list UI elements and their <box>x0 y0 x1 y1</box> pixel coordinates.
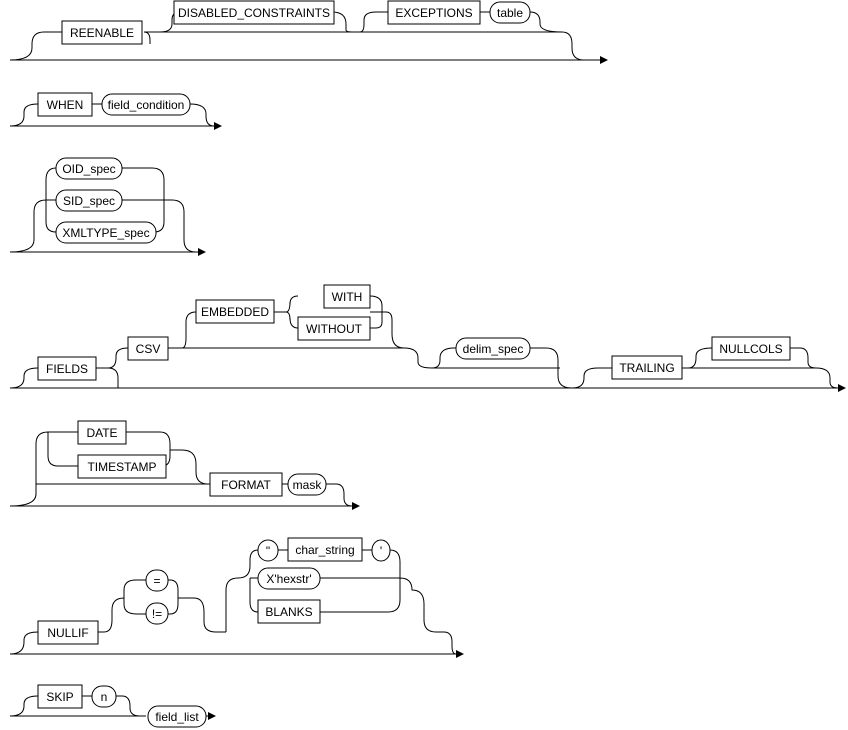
keyword-embedded[interactable]: EMBEDDED <box>195 299 275 324</box>
nonterminal-xmltype-spec[interactable]: XMLTYPE_spec <box>55 221 157 244</box>
rail <box>9 11 600 61</box>
keyword-trailing[interactable]: TRAILING <box>611 355 683 380</box>
clause-skip: SKIP n field_list <box>9 684 216 728</box>
nonterminal-delim-spec-label: delim_spec <box>463 342 524 356</box>
arrow <box>600 56 608 64</box>
keyword-csv[interactable]: CSV <box>127 336 169 361</box>
rail <box>9 167 198 253</box>
keyword-reenable[interactable]: REENABLE <box>61 20 143 45</box>
single-quote-token[interactable]: ' <box>371 539 391 562</box>
nonterminal-xmltype-spec-label: XMLTYPE_spec <box>62 226 149 240</box>
keyword-timestamp[interactable]: TIMESTAMP <box>77 454 167 479</box>
rail <box>9 695 208 717</box>
clause-nullif: NULLIF = != " char_string ' X'hexstr' B <box>9 537 464 658</box>
arrow <box>456 650 464 658</box>
keyword-when[interactable]: WHEN <box>37 92 93 117</box>
keyword-char-string[interactable]: char_string <box>287 537 363 562</box>
keyword-nullif[interactable]: NULLIF <box>37 620 99 645</box>
keyword-skip[interactable]: SKIP <box>37 684 83 709</box>
keyword-disabled-constraints-label: DISABLED_CONSTRAINTS <box>178 6 330 20</box>
operator-not-equals[interactable]: != <box>145 602 169 625</box>
keyword-date[interactable]: DATE <box>77 420 127 445</box>
clause-oid-sid-xmltype: OID_spec SID_spec XMLTYPE_spec <box>9 157 206 256</box>
keyword-without[interactable]: WITHOUT <box>297 316 371 341</box>
arrow <box>214 122 222 130</box>
keyword-format-label: FORMAT <box>221 478 271 492</box>
keyword-trailing-label: TRAILING <box>619 361 674 375</box>
nonterminal-mask-label: mask <box>293 478 323 492</box>
nonterminal-n-label: n <box>101 690 108 704</box>
nonterminal-oid-spec[interactable]: OID_spec <box>55 157 123 180</box>
rail <box>9 549 457 655</box>
nonterminal-n[interactable]: n <box>91 685 117 708</box>
keyword-csv-label: CSV <box>136 342 161 356</box>
nonterminal-field-list[interactable]: field_list <box>147 705 207 728</box>
double-quote-token-label: " <box>266 544 270 558</box>
keyword-embedded-label: EMBEDDED <box>201 305 269 319</box>
keyword-date-label: DATE <box>86 426 117 440</box>
nonterminal-sid-spec[interactable]: SID_spec <box>55 189 123 212</box>
keyword-exceptions[interactable]: EXCEPTIONS <box>387 0 481 25</box>
keyword-timestamp-label: TIMESTAMP <box>87 460 156 474</box>
keyword-nullcols[interactable]: NULLCOLS <box>711 336 791 361</box>
keyword-exceptions-label: EXCEPTIONS <box>395 6 472 20</box>
arrow <box>838 384 846 392</box>
keyword-format[interactable]: FORMAT <box>209 472 283 497</box>
keyword-with[interactable]: WITH <box>323 284 371 309</box>
keyword-with-label: WITH <box>332 290 363 304</box>
nonterminal-field-list-label: field_list <box>155 710 199 724</box>
rail <box>9 103 215 127</box>
nonterminal-hexstr-label: X'hexstr' <box>266 572 311 586</box>
keyword-skip-label: SKIP <box>46 690 73 704</box>
keyword-blanks-label: BLANKS <box>265 605 312 619</box>
keyword-nullif-label: NULLIF <box>47 626 88 640</box>
keyword-when-label: WHEN <box>47 98 84 112</box>
double-quote-token[interactable]: " <box>257 539 279 562</box>
arrow <box>208 712 216 720</box>
keyword-without-label: WITHOUT <box>306 322 363 336</box>
arrow <box>198 248 206 256</box>
nonterminal-oid-spec-label: OID_spec <box>62 162 115 176</box>
arrow <box>352 502 360 510</box>
single-quote-token-label: ' <box>380 544 382 558</box>
nonterminal-mask[interactable]: mask <box>287 473 327 496</box>
clause-fields: FIELDS CSV EMBEDDED WITH WITHOUT delim_s… <box>9 284 846 392</box>
operator-equals[interactable]: = <box>145 569 169 592</box>
clause-when: WHEN field_condition <box>9 92 222 130</box>
operator-not-equals-label: != <box>152 607 162 621</box>
nonterminal-field-condition[interactable]: field_condition <box>101 93 191 116</box>
keyword-blanks[interactable]: BLANKS <box>257 599 321 624</box>
nonterminal-hexstr[interactable]: X'hexstr' <box>257 567 321 590</box>
rail <box>9 295 839 389</box>
nonterminal-delim-spec[interactable]: delim_spec <box>455 337 531 360</box>
keyword-reenable-label: REENABLE <box>70 26 134 40</box>
keyword-disabled-constraints[interactable]: DISABLED_CONSTRAINTS <box>173 0 335 25</box>
nonterminal-field-condition-label: field_condition <box>108 98 185 112</box>
operator-equals-label: = <box>153 574 160 588</box>
clause-date-format: DATE TIMESTAMP FORMAT mask <box>9 420 360 510</box>
clause-reenable: REENABLE DISABLED_CONSTRAINTS EXCEPTIONS… <box>9 0 608 64</box>
nonterminal-sid-spec-label: SID_spec <box>63 194 115 208</box>
nonterminal-table[interactable]: table <box>489 1 531 24</box>
keyword-fields-label: FIELDS <box>46 362 88 376</box>
nonterminal-table-label: table <box>497 6 523 20</box>
keyword-char-string-label: char_string <box>295 543 354 557</box>
keyword-fields[interactable]: FIELDS <box>37 356 97 381</box>
keyword-nullcols-label: NULLCOLS <box>719 342 782 356</box>
